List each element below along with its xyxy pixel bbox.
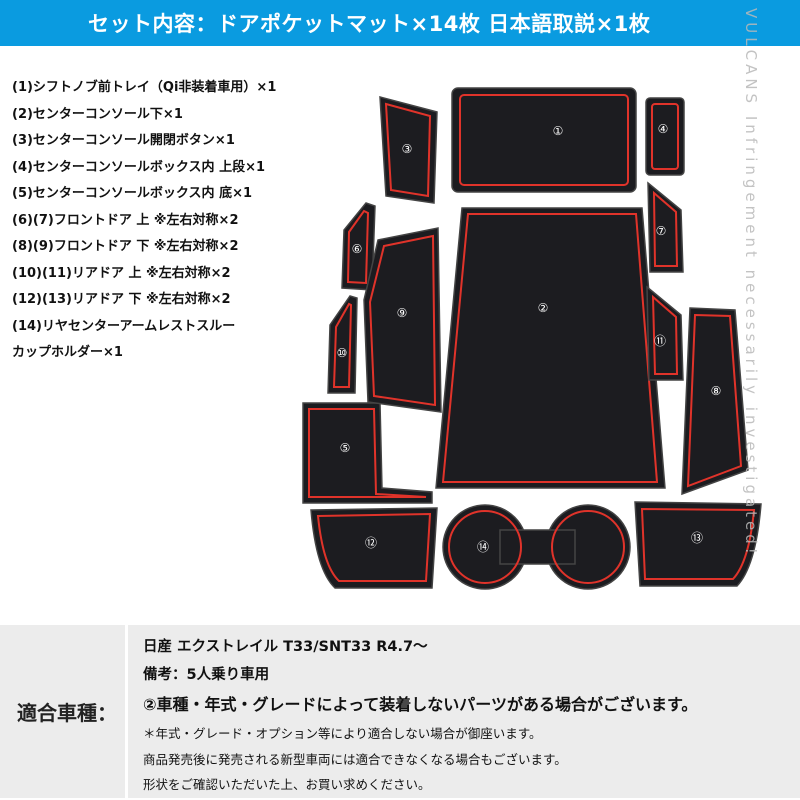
list-item: (3)センターコンソール開閉ボタン×1 bbox=[12, 133, 235, 148]
compat-disclaimer: 形状をご確認いただいた上、お買い求めください。 bbox=[143, 777, 431, 792]
divider bbox=[125, 625, 128, 798]
mat-label-6: ⑥ bbox=[352, 242, 363, 256]
compatibility-panel: 適合車種： 日産 エクストレイル T33/SNT33 R4.7〜 備考：5人乗り… bbox=[0, 625, 800, 798]
list-item: カップホルダー×1 bbox=[12, 345, 123, 360]
list-item: (10)(11)リアドア 上 ※左右対称×2 bbox=[12, 265, 231, 281]
list-item: (2)センターコンソール下×1 bbox=[12, 106, 183, 122]
compat-label: 適合車種： bbox=[17, 701, 117, 725]
mat-11 bbox=[646, 285, 684, 381]
mat-label-3: ③ bbox=[402, 142, 413, 156]
mat-9 bbox=[363, 227, 442, 413]
list-item: (5)センターコンソールボックス内 底×1 bbox=[12, 186, 253, 201]
list-item: (4)センターコンソールボックス内 上段×1 bbox=[12, 159, 266, 175]
mat-label-9: ⑨ bbox=[397, 306, 408, 320]
mat-label-13: ⑬ bbox=[691, 531, 703, 545]
mat-6 bbox=[341, 202, 376, 291]
mat-label-11: ⑪ bbox=[654, 334, 666, 348]
mat-7 bbox=[647, 181, 684, 273]
header-title: セット内容：ドアポケットマット×14枚 日本語取説×1枚 bbox=[88, 12, 651, 36]
mat-2 bbox=[435, 207, 666, 489]
header-banner: セット内容：ドアポケットマット×14枚 日本語取説×1枚 bbox=[0, 0, 800, 46]
list-item: (6)(7)フロントドア 上 ※左右対称×2 bbox=[12, 212, 239, 228]
mat-3 bbox=[379, 96, 438, 204]
mat-label-4: ④ bbox=[658, 122, 669, 136]
mat-10 bbox=[327, 295, 358, 394]
mat-8 bbox=[681, 307, 749, 496]
compat-warning: ②車種・年式・グレードによって装着しないパーツがある場合がございます。 bbox=[143, 695, 698, 714]
compat-vehicle: 日産 エクストレイル T33/SNT33 R4.7〜 bbox=[143, 639, 428, 655]
mat-14 bbox=[442, 504, 631, 590]
mats-illustration: ① ② ③ ④ ⑤ ⑥ ⑦ ⑧ ⑨ ⑩ ⑪ ⑫ ⑬ ⑭ bbox=[302, 87, 762, 590]
mat-label-10: ⑩ bbox=[337, 346, 348, 360]
list-item: (12)(13)リアドア 下 ※左右対称×2 bbox=[12, 292, 231, 307]
list-item: (14)リヤセンターアームレストスルー bbox=[12, 318, 236, 334]
compat-note: 備考：5人乗り車用 bbox=[143, 667, 270, 683]
mat-4 bbox=[645, 97, 685, 176]
mat-5 bbox=[302, 402, 433, 504]
mat-label-7: ⑦ bbox=[656, 224, 667, 238]
mat-1 bbox=[451, 87, 637, 193]
mat-13 bbox=[634, 501, 762, 587]
mat-12 bbox=[310, 507, 438, 589]
compat-disclaimer: ＊年式・グレード・オプション等により適合しない場合が御座います。 bbox=[143, 726, 542, 741]
mat-label-2: ② bbox=[538, 301, 549, 315]
watermark: VULCANS Infringement necessarily investi… bbox=[742, 8, 760, 558]
compat-disclaimer: 商品発売後に発売される新型車両には適合できなくなる場合もございます。 bbox=[143, 751, 567, 767]
list-item: (1)シフトノブ前トレイ（Qi非装着車用）×1 bbox=[12, 80, 277, 95]
list-item: (8)(9)フロントドア 下 ※左右対称×2 bbox=[12, 239, 239, 254]
mat-label-12: ⑫ bbox=[365, 536, 377, 550]
mat-label-8: ⑧ bbox=[711, 384, 722, 398]
set-contents-list: (1)シフトノブ前トレイ（Qi非装着車用）×1 (2)センターコンソール下×1 … bbox=[12, 75, 276, 367]
mat-label-14: ⑭ bbox=[477, 540, 489, 554]
mat-label-1: ① bbox=[553, 124, 564, 138]
mat-label-5: ⑤ bbox=[340, 441, 351, 455]
